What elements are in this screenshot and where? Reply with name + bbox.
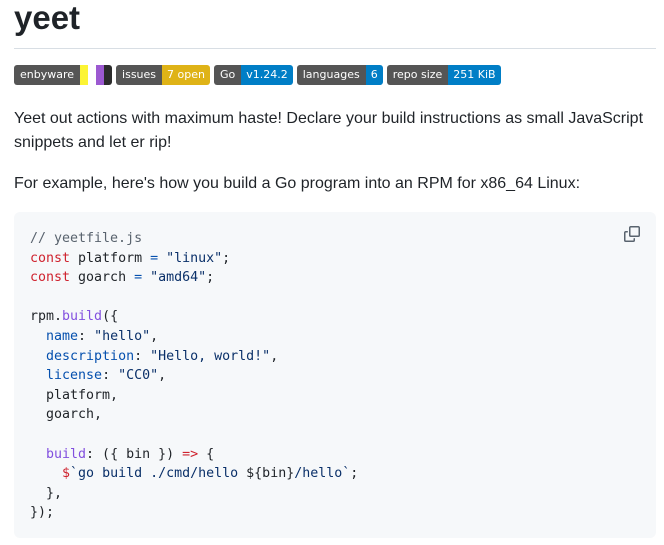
badge-label: enbyware <box>14 65 81 85</box>
code-line: name: "hello", <box>46 328 159 344</box>
badge-value: 6 <box>365 65 383 85</box>
copy-icon[interactable] <box>624 226 640 242</box>
nonbinary-flag-icon <box>80 65 113 85</box>
badge-value: 251 KiB <box>448 65 501 85</box>
badge-label: Go <box>213 65 242 85</box>
page-title: yeet <box>14 0 81 36</box>
badge-label: languages <box>296 65 366 85</box>
code-line: // yeetfile.js <box>30 231 143 246</box>
code-content: // yeetfile.js const platform = "linux";… <box>30 229 358 523</box>
code-line: goarch, <box>30 407 103 423</box>
code-line: const goarch = "amd64"; <box>30 270 215 286</box>
code-line: rpm.build({ <box>30 309 119 325</box>
badge-value: 7 open <box>162 65 210 85</box>
code-line: build: ({ bin }) => { <box>46 446 215 462</box>
code-line: platform, <box>30 387 119 403</box>
badge-label: repo size <box>386 65 449 85</box>
example-paragraph: For example, here's how you build a Go p… <box>14 175 581 192</box>
code-line: const platform = "linux"; <box>30 250 231 266</box>
code-line: }, <box>30 485 63 501</box>
code-line: description: "Hello, world!", <box>46 348 279 364</box>
title-divider <box>14 48 656 49</box>
code-line: license: "CC0", <box>46 368 167 384</box>
badge-enbyware[interactable]: enbyware <box>14 65 113 85</box>
code-line: }); <box>30 505 55 521</box>
code-block: // yeetfile.js const platform = "linux";… <box>14 212 656 538</box>
badge-value: v1.24.2 <box>241 65 293 85</box>
badge-label: issues <box>116 65 163 85</box>
code-line: $`go build ./cmd/hello ${bin}/hello`; <box>62 466 359 482</box>
intro-paragraph: Yeet out actions with maximum haste! Dec… <box>14 110 644 151</box>
